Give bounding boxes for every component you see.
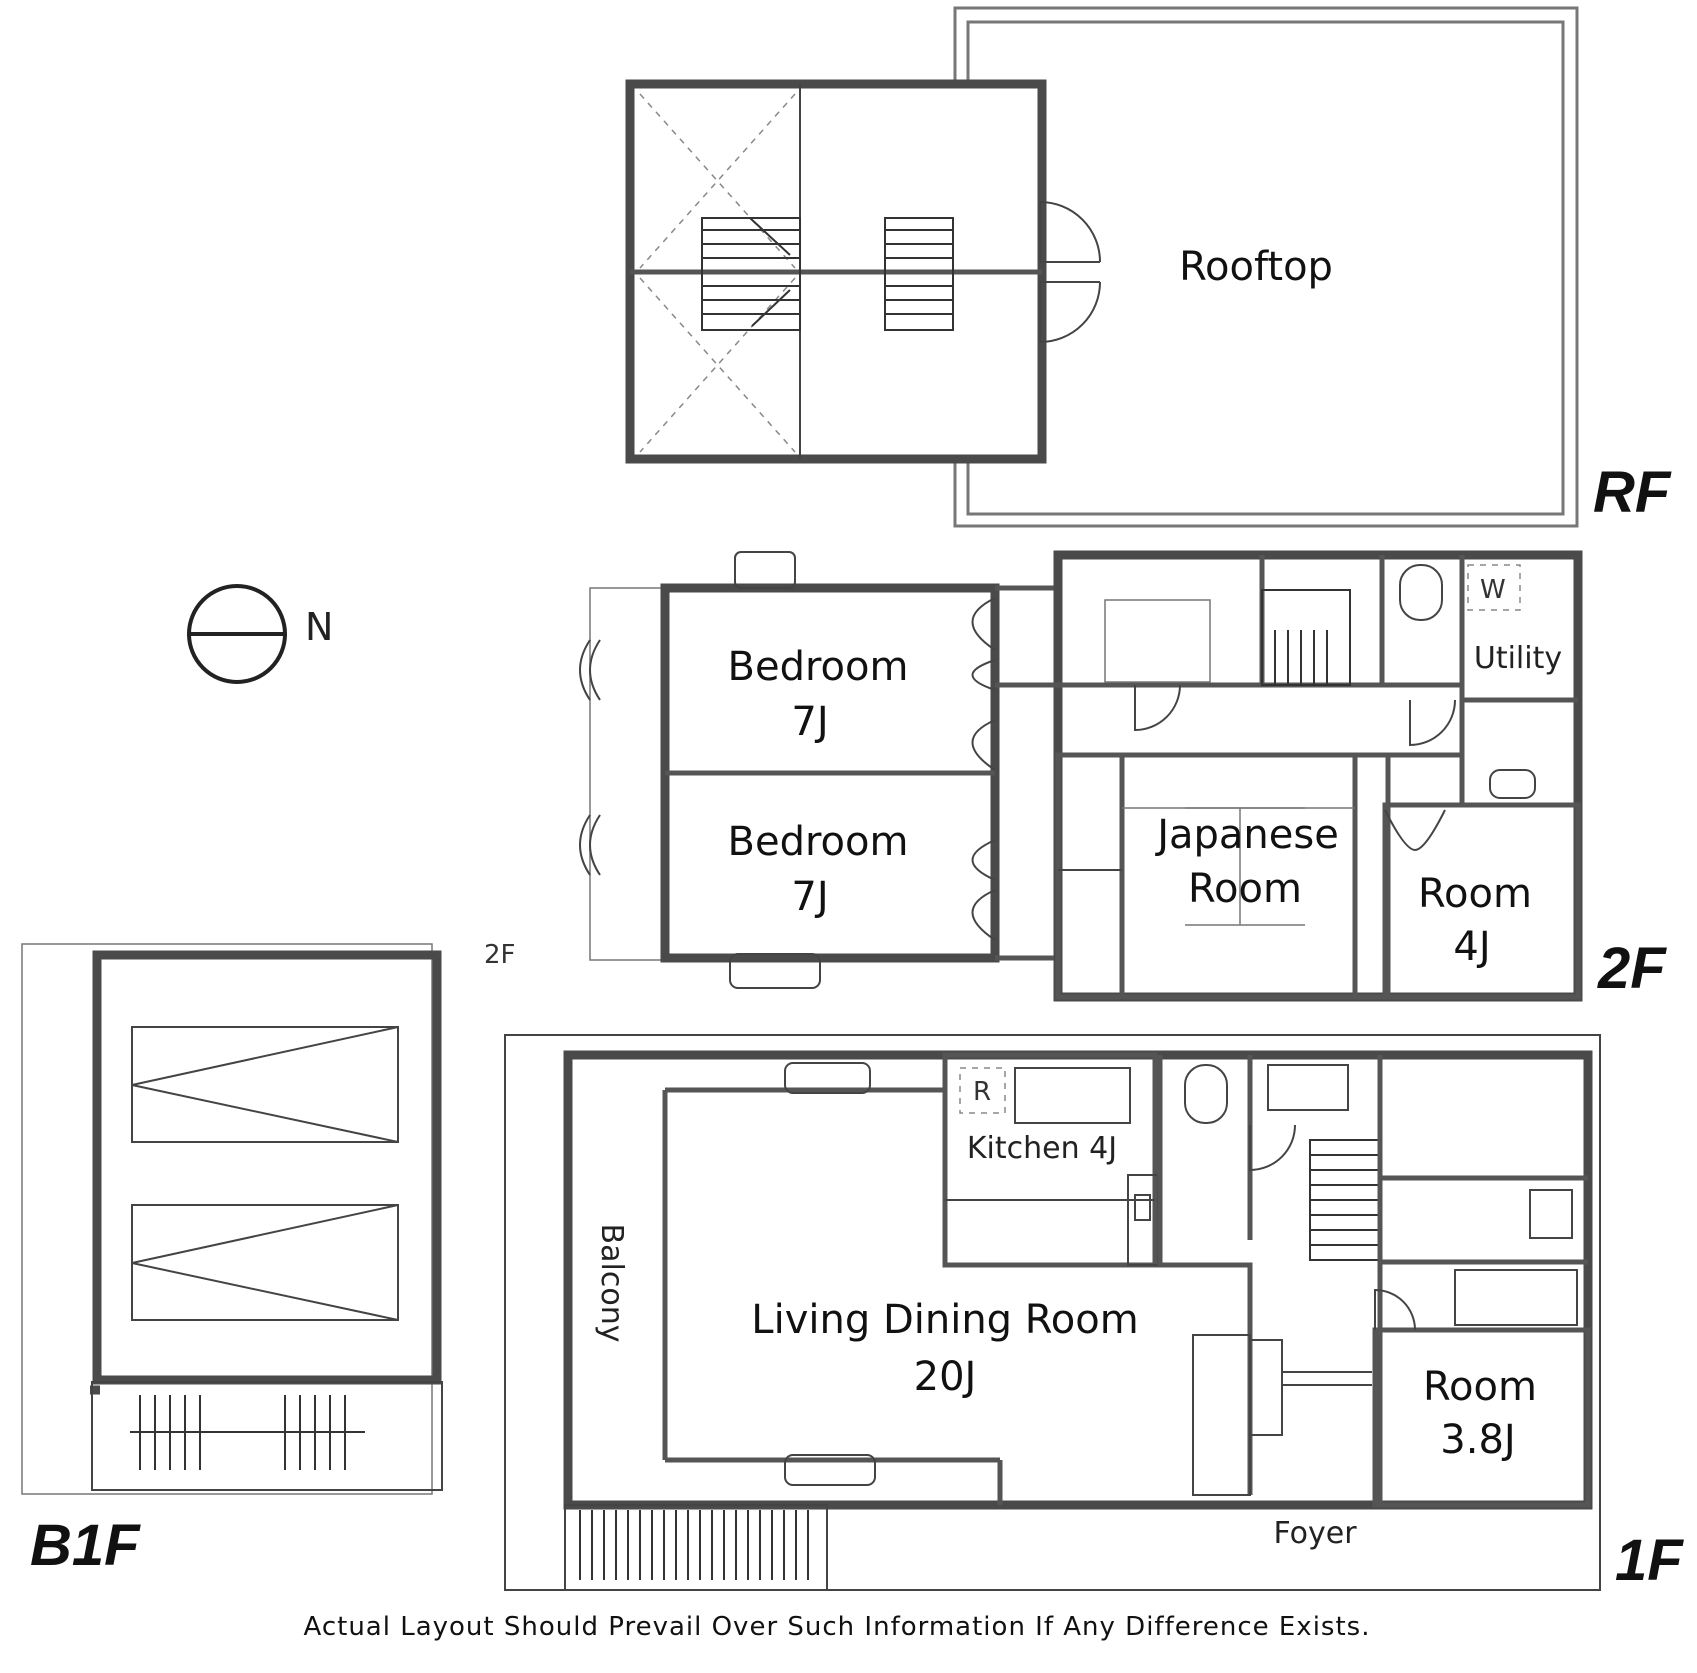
1f-toilet-icon: [1184, 1064, 1228, 1124]
bedroom-a-name: Bedroom: [728, 644, 909, 690]
disclaimer: Actual Layout Should Prevail Over Such I…: [304, 1612, 1371, 1642]
washer-icon: [1467, 564, 1521, 611]
b1f-stair: [91, 1381, 443, 1491]
room-4j-name: Room: [1418, 871, 1532, 917]
rf-floor: Rooftop RF: [625, 6, 1672, 528]
rf-stair-right: [884, 217, 954, 331]
ldr-size: 20J: [914, 1354, 977, 1400]
2f-small-tag: 2F: [484, 940, 516, 970]
room-4j-size: 4J: [1453, 924, 1490, 970]
japanese-room-line2: Room: [1188, 866, 1302, 912]
2f-toilet-icon: [1399, 564, 1443, 621]
kitchen-label: Kitchen 4J: [967, 1131, 1117, 1166]
japanese-room-line1: Japanese: [1154, 812, 1339, 858]
1f-entrance-stair: [564, 1504, 828, 1591]
utility-label: Utility: [1474, 641, 1562, 676]
kitchen-area: [942, 1052, 1158, 1268]
basement-floor: B1F: [21, 943, 443, 1578]
room-4j: [1382, 802, 1581, 1000]
balcony-label: Balcony: [594, 1224, 629, 1343]
washer-mark: W: [1480, 575, 1506, 605]
ldr-name: Living Dining Room: [751, 1297, 1138, 1343]
rf-stair-left: [701, 217, 801, 331]
room-38j-name: Room: [1423, 1364, 1537, 1410]
2f-east-block: [1053, 550, 1583, 1002]
japanese-room: [1055, 752, 1391, 1000]
2f-floor-label: 2F: [1597, 936, 1667, 1001]
second-floor: W Utility Bedroom 7J Bedroom 7J Japanese…: [484, 550, 1667, 1002]
b1f-floor-label: B1F: [30, 1513, 141, 1578]
fridge-mark: R: [973, 1077, 991, 1107]
compass: N: [187, 584, 333, 684]
room-38j: [1372, 1327, 1591, 1508]
compass-north-label: N: [305, 605, 333, 649]
b1f-garage: [92, 950, 442, 1385]
rooftop-label: Rooftop: [1179, 244, 1333, 290]
1f-floor-label: 1F: [1615, 1528, 1684, 1593]
rf-rooftop-doors: [1039, 201, 1101, 343]
bedroom-b-size: 7J: [791, 874, 828, 920]
fridge-icon: [959, 1067, 1006, 1114]
bedroom-a-size: 7J: [791, 699, 828, 745]
rf-floor-label: RF: [1593, 460, 1672, 525]
first-floor: R Kitchen 4J: [504, 1034, 1684, 1593]
2f-stair: [1261, 589, 1351, 686]
room-38j-size: 3.8J: [1440, 1417, 1515, 1463]
bedroom-b-name: Bedroom: [728, 819, 909, 865]
foyer-label: Foyer: [1273, 1516, 1357, 1551]
1f-stair: [1309, 1139, 1381, 1261]
